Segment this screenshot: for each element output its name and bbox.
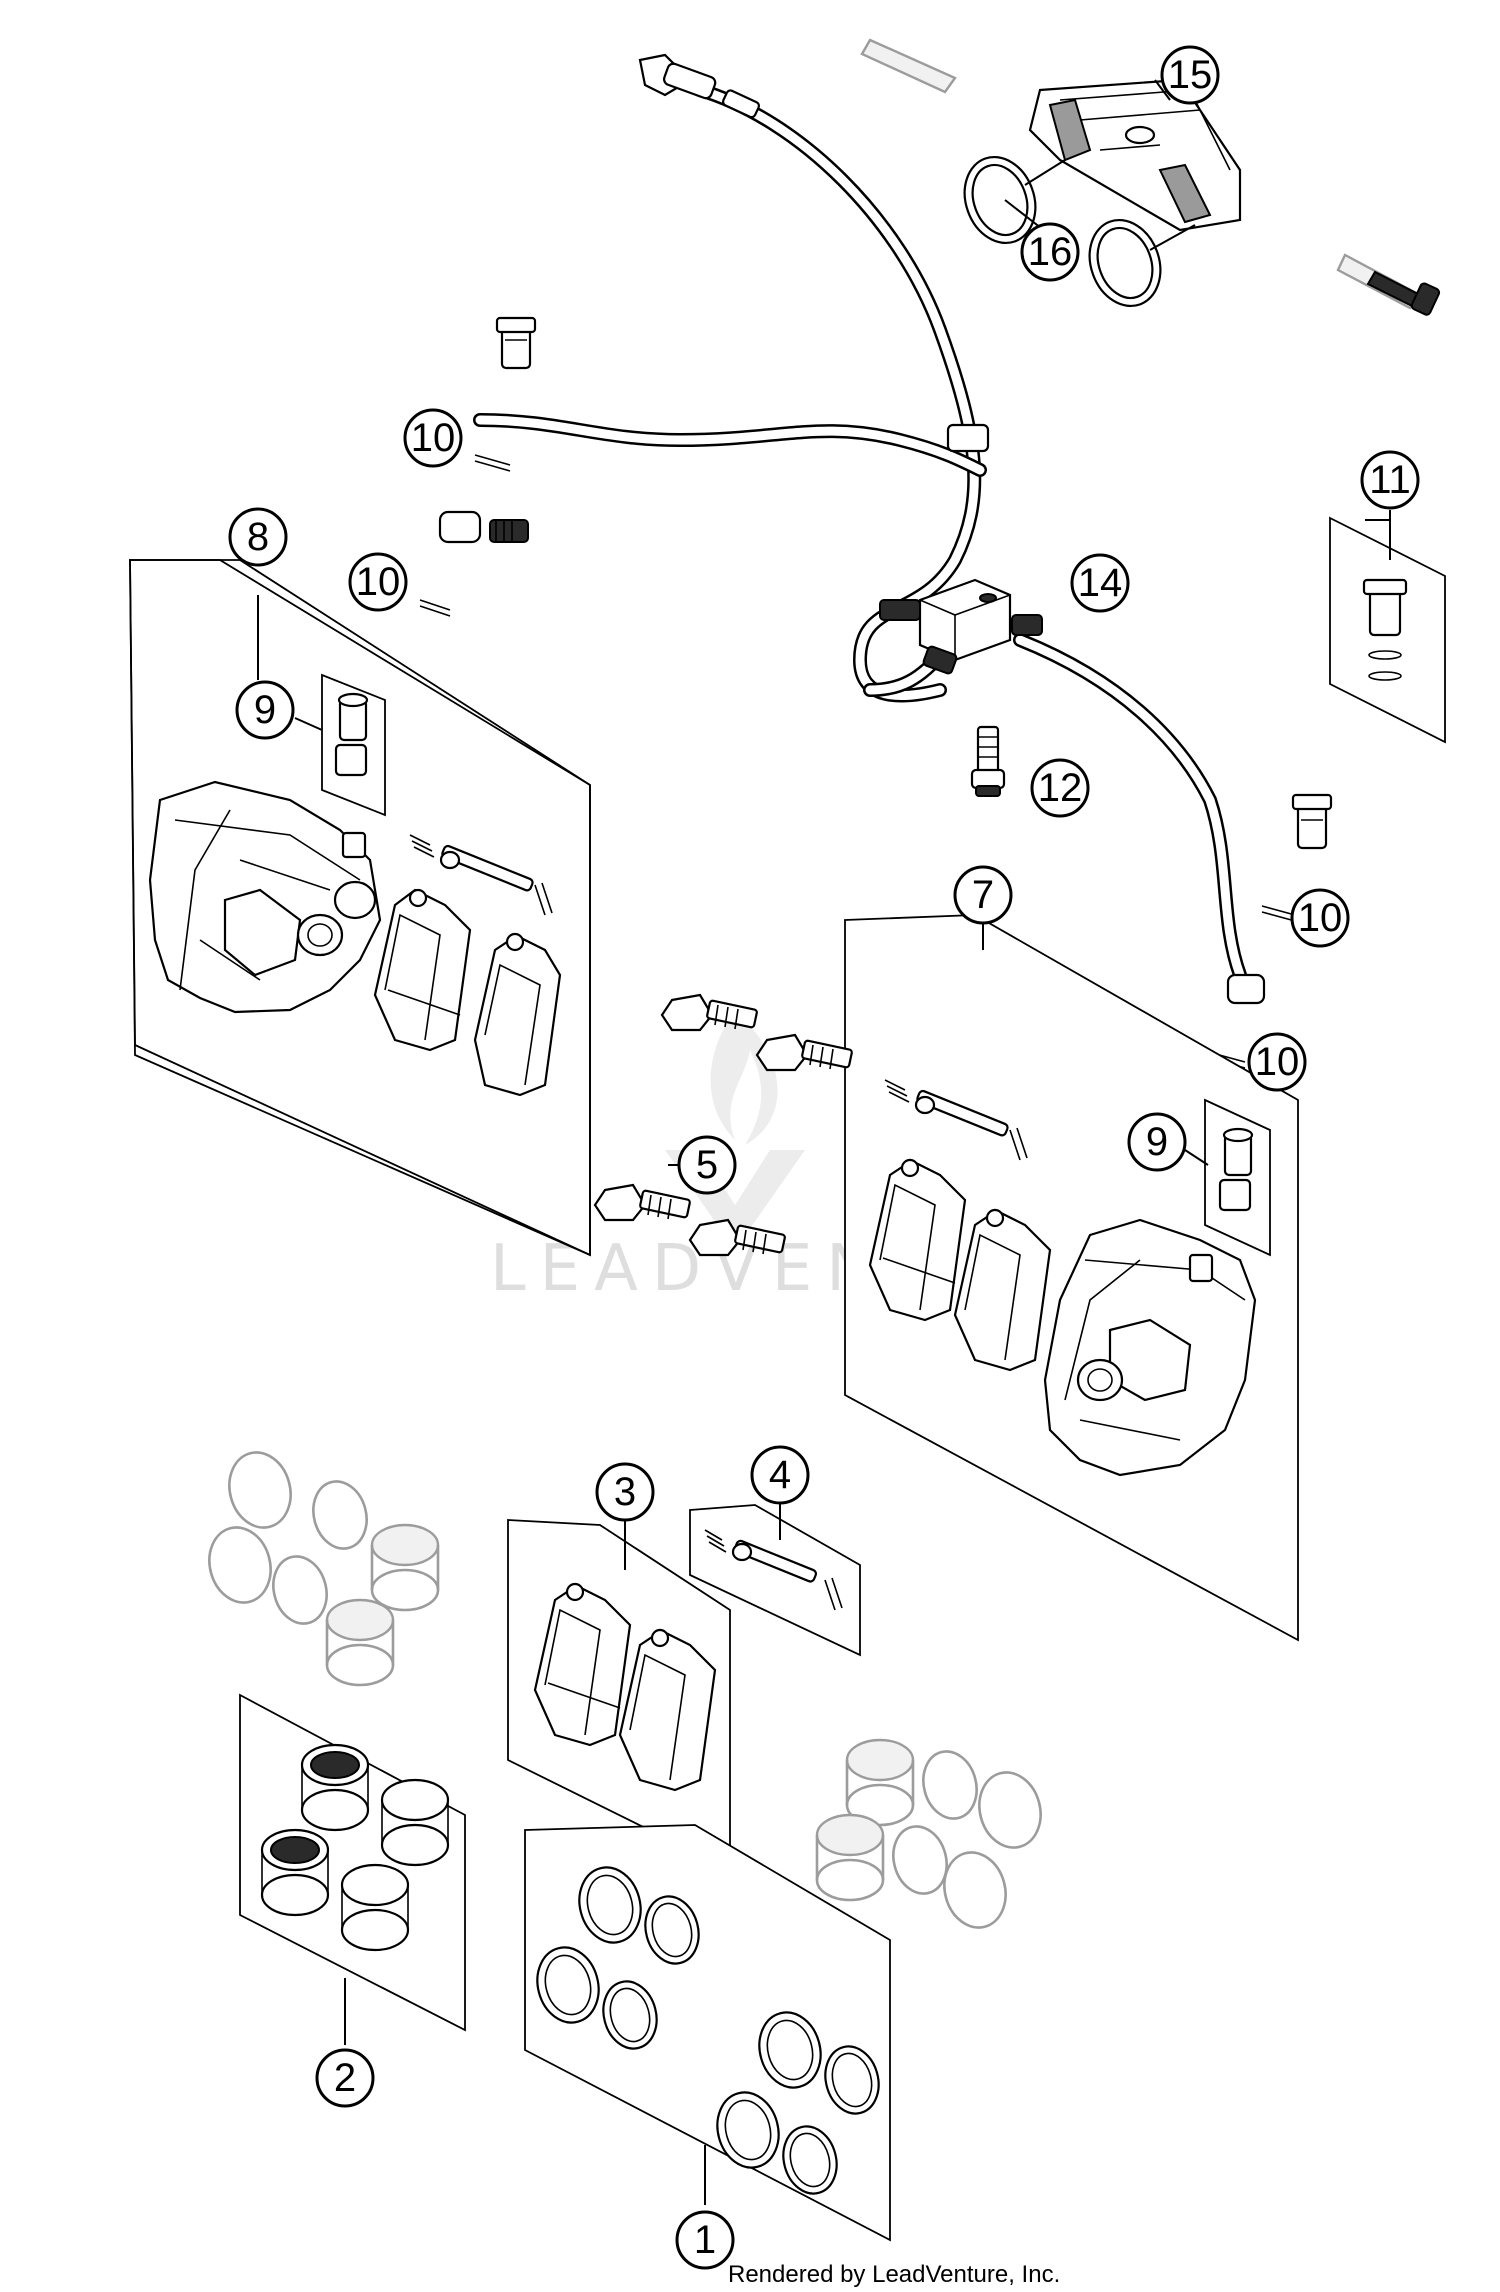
kit-piston (260, 1828, 330, 1917)
seal-kit-panel (524, 1824, 891, 2242)
callout-9-left-label: 9 (254, 688, 276, 732)
left-brake-pad-outer (473, 932, 562, 1097)
callout-16: 16 (1020, 222, 1080, 282)
callout-10-upper: 10 (403, 408, 463, 468)
bleeder-screw-upper-left (495, 316, 537, 370)
mounting-bolt (688, 1218, 786, 1257)
callout-10-lower-right-label: 10 (1255, 1040, 1300, 1084)
reference-pistons-left (208, 1451, 440, 1687)
bleeder-screw-kit (1362, 578, 1408, 637)
lower-guide-pin (1336, 253, 1441, 316)
left-bleeder-kit-inset (321, 673, 386, 817)
hose-clamp-left (963, 155, 1066, 245)
brake-pad-kit-panel (507, 1518, 731, 1872)
callout-5-label: 5 (696, 1143, 718, 1187)
hose-collar (946, 423, 990, 453)
right-pad-pin-kit (884, 1079, 1028, 1161)
callout-4-label: 4 (769, 1453, 791, 1497)
callout-16-label: 16 (1028, 230, 1073, 274)
callout-10-left: 10 (348, 552, 408, 612)
left-banjo-fitting (438, 510, 529, 544)
right-banjo-fitting (1226, 973, 1266, 1005)
right-caliper-body (1043, 1218, 1257, 1477)
callout-10-right-label: 10 (1298, 896, 1343, 940)
pad-pin-kit-panel (689, 1503, 861, 1657)
left-pad-pin-kit (409, 834, 553, 916)
callout-8-label: 8 (247, 515, 269, 559)
reference-pistons-right (815, 1738, 1042, 1929)
mounting-bolt (660, 993, 758, 1032)
kit-brake-pad-outer (618, 1628, 717, 1792)
top-banjo-fitting (638, 53, 761, 119)
callout-1: 1 (675, 2210, 735, 2270)
callout-2: 2 (315, 2048, 375, 2108)
callout-15-label: 15 (1168, 53, 1213, 97)
right-bleeder-kit-inset (1204, 1098, 1271, 1257)
callout-10-lower-right: 10 (1247, 1032, 1307, 1092)
banjo-bolt-12 (970, 725, 1006, 797)
callout-15: 15 (1160, 45, 1220, 105)
callout-12: 12 (1030, 758, 1090, 818)
callout-8: 8 (228, 507, 288, 567)
kit-piston (300, 1743, 370, 1832)
left-caliper-body (148, 780, 382, 1014)
kit-piston (380, 1778, 450, 1867)
kit-brake-pad-inner (533, 1582, 632, 1747)
right-brake-pad-inner (868, 1158, 967, 1322)
distributor-block (879, 578, 1043, 675)
callout-7: 7 (953, 865, 1013, 925)
right-brake-pad-outer (953, 1208, 1052, 1372)
left-brake-pad-inner (373, 888, 472, 1052)
kit-seal-rings (536, 1866, 880, 2195)
seal-ring-upper-left (474, 454, 511, 472)
hose-holder-group (860, 38, 1441, 316)
hose-clamp-right (1088, 218, 1196, 308)
upper-guide-pin (860, 38, 957, 94)
callout-7-label: 7 (972, 873, 994, 917)
render-credit: Rendered by LeadVenture, Inc. (728, 2261, 1060, 2288)
callout-1-label: 1 (694, 2218, 716, 2262)
seal-ring-right (1261, 905, 1296, 922)
callout-14: 14 (1070, 553, 1130, 613)
callout-9-right-label: 9 (1146, 1120, 1168, 1164)
seal-ring-left (419, 599, 451, 617)
right-caliper-panel (844, 910, 1299, 1642)
hose-holder-bracket (1028, 78, 1242, 232)
callout-4: 4 (750, 1445, 810, 1505)
kit-piston (340, 1863, 410, 1952)
callout-2-label: 2 (334, 2056, 356, 2100)
callout-11: 11 (1360, 450, 1420, 510)
callout-12-label: 12 (1038, 766, 1083, 810)
brake-hose-assembly (438, 53, 1266, 1005)
callout-3: 3 (595, 1462, 655, 1522)
callout-5: 5 (677, 1135, 737, 1195)
piston-kit-panel (239, 1693, 466, 2045)
mounting-bolts-group (593, 993, 853, 1257)
callout-9-left: 9 (235, 680, 295, 740)
mounting-bolt (755, 1033, 853, 1072)
callout-10-right: 10 (1290, 888, 1350, 948)
bleeder-kit-panel (1329, 516, 1446, 744)
callout-11-label: 11 (1369, 458, 1411, 502)
bleeder-screw-right (1291, 793, 1333, 850)
left-caliper-panel (129, 559, 591, 1257)
callout-10-upper-label: 10 (411, 416, 456, 460)
callout-3-label: 3 (614, 1470, 636, 1514)
callout-14-label: 14 (1078, 561, 1123, 605)
callout-10-left-label: 10 (356, 560, 401, 604)
callout-9-right: 9 (1127, 1112, 1187, 1172)
mounting-bolt (593, 1183, 691, 1222)
